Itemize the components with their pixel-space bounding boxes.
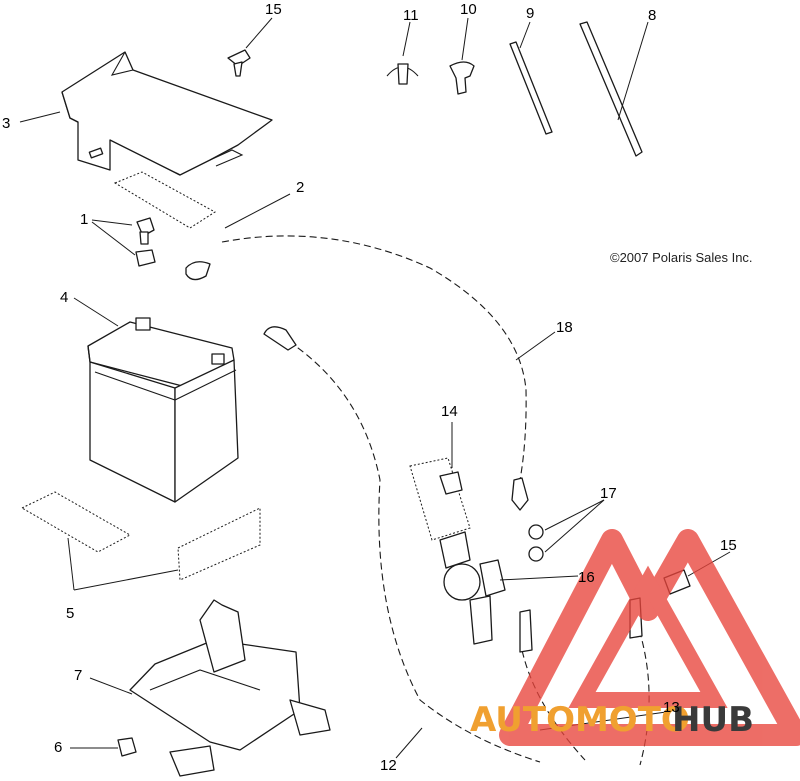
callout-18: 18 xyxy=(556,319,573,336)
callout-11: 11 xyxy=(403,7,419,24)
callout-15-top: 15 xyxy=(265,1,282,18)
strap-short-part xyxy=(509,41,553,135)
watermark-text-secondary: HUB xyxy=(672,700,754,740)
battery-pad-right xyxy=(177,507,261,581)
callout-9: 9 xyxy=(526,5,534,22)
callout-17: 17 xyxy=(600,485,617,502)
callout-12: 12 xyxy=(380,757,397,774)
tray-bolt-part xyxy=(117,737,137,757)
callout-6: 6 xyxy=(54,739,62,756)
nut-lower xyxy=(528,546,544,562)
positive-cable xyxy=(221,235,527,481)
negative-cable xyxy=(269,329,541,763)
battery-part xyxy=(87,317,239,503)
callout-7: 7 xyxy=(74,667,82,684)
callout-2: 2 xyxy=(296,179,304,196)
watermark-text-primary: AUTOMOTO xyxy=(470,700,690,740)
terminal-boot-part xyxy=(449,61,475,95)
callout-8: 8 xyxy=(648,7,656,24)
cable-13 xyxy=(519,639,586,761)
screw-nut-part xyxy=(135,217,156,267)
push-rivet-top xyxy=(227,49,251,77)
callout-15-right: 15 xyxy=(720,537,737,554)
solenoid-part xyxy=(439,531,506,645)
cover-decal xyxy=(113,171,216,229)
terminal-13a xyxy=(519,609,533,653)
negative-terminal xyxy=(263,326,297,351)
cable-terminal-lower xyxy=(511,477,529,511)
copyright-notice: ©2007 Polaris Sales Inc. xyxy=(610,250,753,265)
cable-terminal-upper xyxy=(185,261,211,281)
callout-10: 10 xyxy=(460,1,477,18)
nut-upper xyxy=(528,524,544,540)
strap-long-part xyxy=(579,21,643,157)
battery-cover-part xyxy=(61,51,273,176)
callout-5: 5 xyxy=(66,605,74,622)
wire-clip-part xyxy=(386,63,419,85)
callout-4: 4 xyxy=(60,289,68,306)
callout-14: 14 xyxy=(441,403,458,420)
callout-16: 16 xyxy=(578,569,595,586)
watermark-logo xyxy=(499,529,800,746)
callout-1: 1 xyxy=(80,211,88,228)
callout-3: 3 xyxy=(2,115,10,132)
bolt-part xyxy=(409,457,471,541)
callout-13: 13 xyxy=(663,699,680,716)
battery-pad-left xyxy=(20,491,132,553)
battery-tray-part xyxy=(129,599,331,777)
